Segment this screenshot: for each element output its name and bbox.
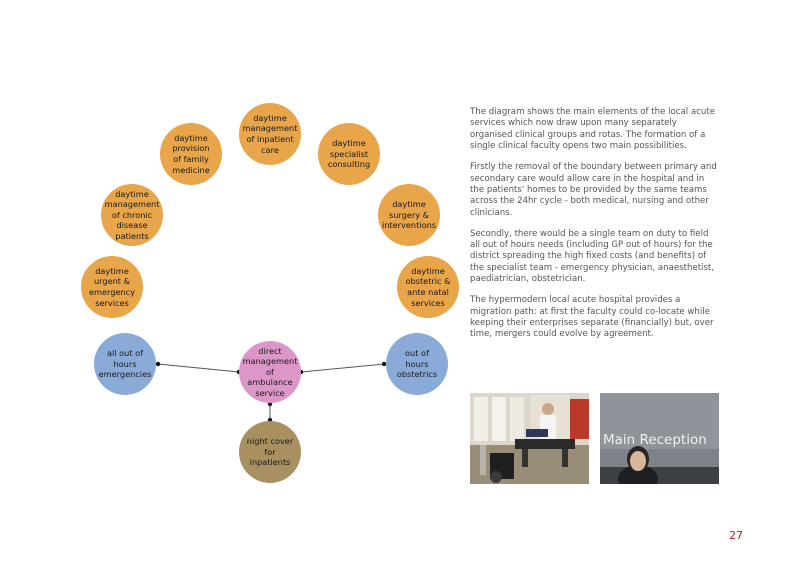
paragraph: The hypermodern local acute hospital pro…: [470, 295, 714, 340]
node-label: direct management of ambulance service: [242, 345, 298, 398]
connector-emergencies-ambulance: [157, 363, 240, 373]
node-out-of-hours-emergencies: all out of hours emergencies: [94, 333, 156, 395]
node-ambulance-management: direct management of ambulance service: [239, 341, 301, 403]
node-label: daytime surgery & interventions: [381, 199, 437, 231]
node-label: all out of hours emergencies: [98, 348, 152, 380]
node-daytime-surgery: daytime surgery & interventions: [378, 184, 440, 246]
node-label: daytime management of inpatient care: [242, 112, 298, 155]
paragraph: Secondly, there would be a single team o…: [470, 228, 715, 285]
node-night-cover: night cover for inpatients: [239, 421, 301, 483]
node-label: daytime urgent & emergency services: [88, 265, 136, 308]
node-label: night cover for inpatients: [246, 436, 294, 468]
node-daytime-obstetric: daytime obstetric & ante natal services: [397, 256, 459, 318]
node-out-of-hours-obstetrics: out of hours obstetrics: [386, 333, 448, 395]
paragraph: The diagram shows the main elements of t…: [470, 107, 715, 152]
connector-dot: [155, 361, 161, 367]
node-daytime-urgent-emergency: daytime urgent & emergency services: [81, 256, 143, 318]
reception-photo: Main Reception: [600, 393, 719, 484]
node-label: out of hours obstetrics: [396, 348, 438, 380]
node-label: daytime management of chronic disease pa…: [104, 188, 160, 241]
node-daytime-inpatient-care: daytime management of inpatient care: [239, 103, 301, 165]
connector-ambulance-obstetrics: [300, 363, 385, 373]
connector-dot: [381, 361, 387, 367]
rehab-room-photo: [470, 393, 589, 484]
node-label: daytime provision of family medicine: [172, 132, 210, 175]
node-label: daytime obstetric & ante natal services: [405, 265, 451, 308]
explanation-text: The diagram shows the main elements of t…: [470, 107, 720, 350]
node-label: daytime specialist consulting: [327, 138, 371, 170]
node-daytime-specialist-consulting: daytime specialist consulting: [318, 123, 380, 185]
node-daytime-family-medicine: daytime provision of family medicine: [160, 123, 222, 185]
paragraph: Firstly the removal of the boundary betw…: [470, 162, 717, 218]
reception-sign-text: Main Reception: [603, 432, 707, 448]
page-number: 27: [729, 529, 743, 542]
node-daytime-chronic-disease: daytime management of chronic disease pa…: [101, 184, 163, 246]
